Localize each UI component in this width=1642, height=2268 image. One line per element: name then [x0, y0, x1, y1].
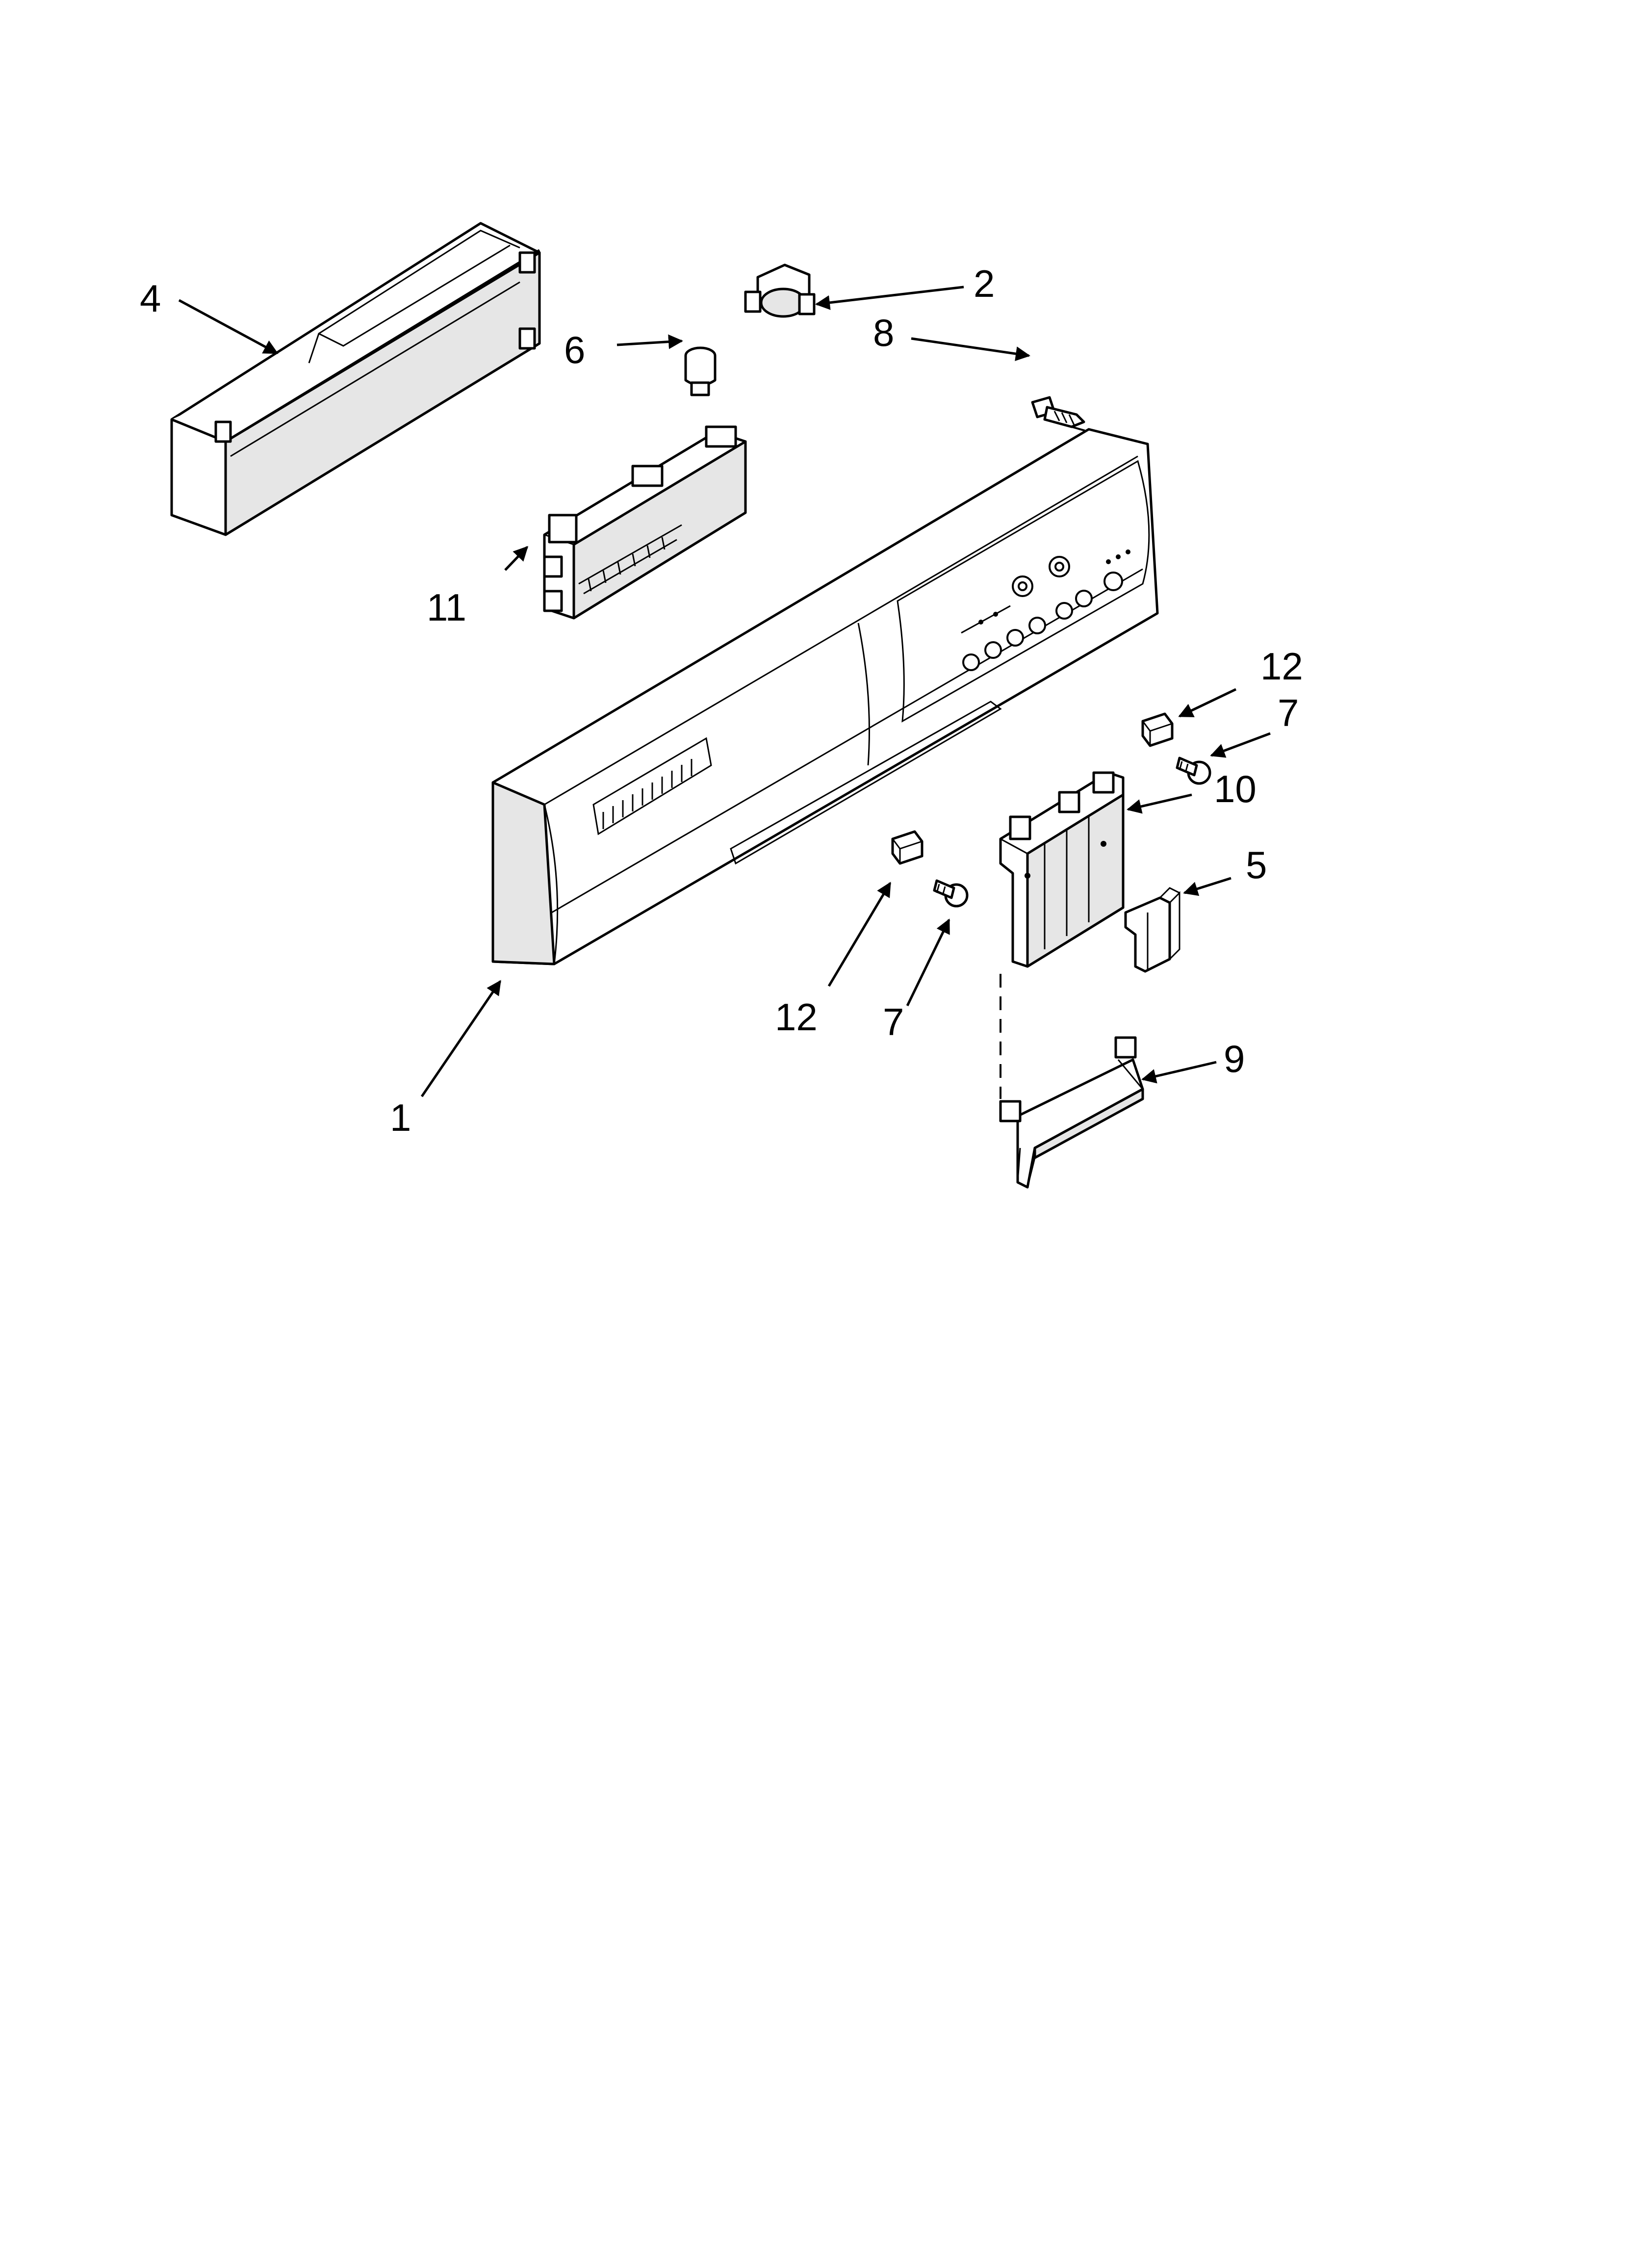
callout-8: 8 [873, 311, 894, 354]
leader-10 [1127, 793, 1192, 814]
callout-12-upper: 12 [1260, 645, 1303, 688]
callout-labels: 4 2 6 8 11 12 7 10 5 12 7 9 1 [140, 262, 1303, 1139]
leader-12a [1178, 688, 1237, 718]
leader-8 [911, 337, 1030, 361]
part-12-clip-lower [891, 830, 924, 865]
part-10-bracket [999, 771, 1125, 968]
callout-4: 4 [140, 277, 161, 320]
callout-11: 11 [427, 586, 466, 629]
callout-12-lower: 12 [775, 995, 818, 1039]
leader-7a [1210, 732, 1271, 758]
callout-7-lower: 7 [883, 1000, 904, 1043]
callout-5: 5 [1246, 843, 1267, 886]
part-2-clip [744, 263, 816, 318]
leader-5 [1183, 877, 1232, 896]
alignment-line-8-1 [1071, 426, 1089, 433]
leader-7b [906, 918, 950, 1007]
leader-1 [420, 980, 502, 1097]
callout-1: 1 [390, 1096, 411, 1139]
part-4-cover [170, 222, 541, 536]
leader-11 [504, 546, 529, 571]
part-5-bracket [1124, 887, 1180, 973]
part-11-control-board [543, 425, 747, 620]
part-1-console [491, 428, 1159, 965]
part-6-button-cap [684, 346, 717, 396]
part-7-screw-lower [933, 879, 969, 908]
part-7-screw-upper [1176, 756, 1211, 785]
callout-7-upper: 7 [1278, 691, 1299, 734]
leader-4 [178, 299, 279, 355]
callout-2: 2 [974, 262, 995, 305]
leader-lines [178, 286, 1271, 1097]
callout-9: 9 [1224, 1037, 1245, 1080]
part-12-clip-upper [1141, 712, 1174, 747]
leader-6 [616, 334, 683, 349]
part-8-screw [1031, 396, 1085, 428]
callout-10: 10 [1214, 767, 1257, 810]
leader-12b [827, 882, 892, 987]
leader-2 [815, 286, 964, 310]
leader-9 [1141, 1061, 1217, 1084]
part-9-bottom-bracket [999, 1036, 1144, 1189]
callout-6: 6 [564, 328, 585, 371]
